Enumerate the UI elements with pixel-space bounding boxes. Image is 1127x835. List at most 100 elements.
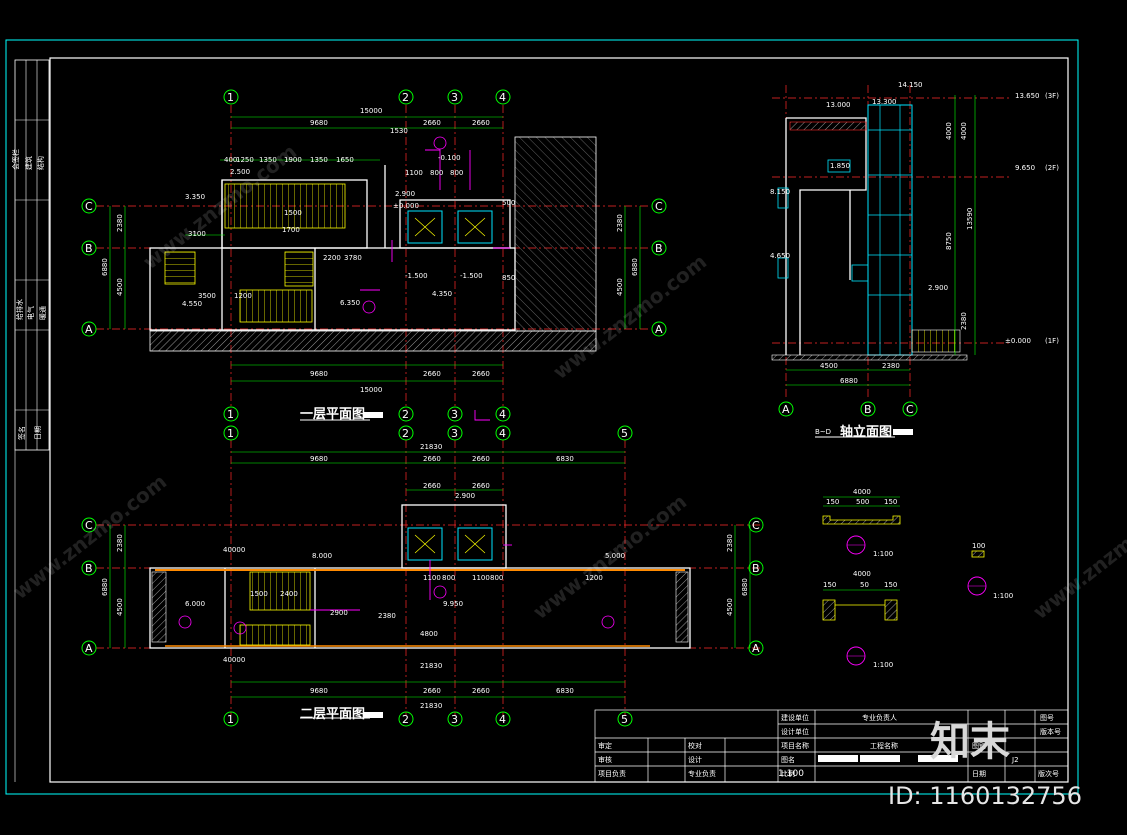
p1-int-5: 1650 [336, 156, 354, 164]
det1-sub-1: 500 [856, 498, 869, 506]
p1-int-4: 1350 [310, 156, 328, 164]
plan1-stair-1 [224, 183, 346, 229]
p2-overall-top: 21830 [420, 443, 442, 451]
p2-lvl-0: 8.000 [312, 552, 332, 560]
p1-axis-top-2: 2 [402, 91, 409, 104]
p2-lvl-2: 6.000 [185, 600, 205, 608]
elev-lvl-4: 9.650 [1015, 164, 1035, 172]
elevation-tower [867, 104, 913, 356]
p2-axis-top-5: 5 [621, 427, 628, 440]
p2-int-6: 800 [442, 574, 455, 582]
p2-side-right-0: 2380 [726, 534, 734, 552]
p1-int-1: 1250 [236, 156, 254, 164]
plan2-title: 二层平面图 [300, 707, 365, 722]
det1-sub-0: 150 [826, 498, 839, 506]
p2-lvl-1: 5.000 [605, 552, 625, 560]
elevation-view: 4000 4000 8750 13590 2380 4500 2380 6880… [770, 81, 1059, 440]
strip-label-1: 建筑 [24, 156, 33, 170]
p2-side-right-2: 6880 [741, 578, 749, 596]
strip-label-5: 暖通 [38, 306, 47, 320]
p2-axis-bot-2: 2 [402, 713, 409, 726]
p2-axis-right-c: C [752, 519, 760, 532]
p1-lvl-9: 2.900 [395, 190, 415, 198]
strip-label-2: 结构 [36, 156, 45, 170]
elev-side-8: 2380 [960, 312, 968, 330]
p2-int-13: 40000 [223, 656, 245, 664]
p2-axis-left-c: C [85, 519, 93, 532]
p1-int-6: 1700 [282, 226, 300, 234]
p1-axis-top-1: 1 [227, 91, 234, 104]
plan1-stair-4 [284, 251, 314, 287]
p2-side-right-1: 4500 [726, 598, 734, 616]
p1-int-22: 800 [430, 169, 443, 177]
elev-bot-1: 2380 [882, 362, 900, 370]
p2-axis-bot-3: 3 [451, 713, 458, 726]
p1-axis-left-b: B [85, 242, 93, 255]
p2-axis-right-b: B [752, 562, 760, 575]
elev-tag-2: (1F) [1045, 337, 1059, 345]
p2-axis-bot-1: 1 [227, 713, 234, 726]
elev-side-4: 8750 [945, 232, 953, 250]
p1-int-12: 3780 [344, 254, 362, 262]
p1-int-15: 1200 [234, 292, 252, 300]
plan2-elevator-2 [457, 527, 493, 561]
watermark-4: www.znzmo.com [8, 469, 171, 604]
strip-label-0: 会签栏 [11, 149, 20, 170]
p1-axis-bot-4: 4 [499, 408, 506, 421]
p2-side-left-1: 4500 [116, 598, 124, 616]
p1-dim-bot-1: 2660 [423, 370, 441, 378]
elev-lvl-7: 4.650 [770, 252, 790, 260]
tb-r3-5: 工程名称 [870, 741, 898, 750]
det1-sub-2: 150 [884, 498, 897, 506]
det2-dim: 4000 [853, 570, 871, 578]
elevation-axes: B~D [815, 428, 831, 436]
tb-r4-0: 审核 [598, 755, 612, 764]
p2-int-2: 2400 [280, 590, 298, 598]
det2-sub-1: 50 [860, 581, 869, 589]
elev-lvl-6: 8.150 [770, 188, 790, 196]
elev-lvl-2: 13.000 [826, 101, 851, 109]
strip-label-7: 日期 [34, 426, 42, 440]
p1-dim-top-0: 9680 [310, 119, 328, 127]
p1-lvl-1: -1.500 [405, 272, 428, 280]
left-signature-strip: 会签栏 建筑 结构 给排水 电气 暖通 签名 日期 [11, 59, 50, 451]
p1-int-19: 1530 [390, 127, 408, 135]
p1-int-2: 1350 [259, 156, 277, 164]
p1-int-14: 3500 [198, 292, 216, 300]
tb-r4-9: J2 [1011, 756, 1019, 764]
p1-lvl-5: 4.550 [182, 300, 202, 308]
tb-r5-4: 比例 [781, 769, 795, 778]
elev-tag-1: (2F) [1045, 164, 1059, 172]
p2-int-1: 1500 [250, 590, 268, 598]
plan1-elevator-1 [407, 210, 443, 244]
tb-r5-9: 版次号 [1038, 769, 1059, 778]
det2-sub-2: 150 [884, 581, 897, 589]
det3-dim: 100 [972, 542, 985, 550]
p2-axis-left-b: B [85, 562, 93, 575]
strip-label-3: 给排水 [15, 299, 24, 320]
p1-side-left-2: 6880 [101, 258, 109, 276]
p1-dim-top-1: 2660 [423, 119, 441, 127]
p1-int-23: 800 [450, 169, 463, 177]
p1-side-right-2: 6880 [631, 258, 639, 276]
p1-side-right-0: 2380 [616, 214, 624, 232]
p2-side-left-2: 6880 [101, 578, 109, 596]
p1-side-right-1: 4500 [616, 278, 624, 296]
details: 4000 150 500 150 1:100 4000 150 50 150 1… [822, 488, 1013, 669]
plan1-stair-2 [164, 251, 196, 285]
det2-scale: 1:100 [873, 661, 893, 669]
p1-lvl-8: 2.500 [230, 168, 250, 176]
elev-axis-b: B [864, 403, 872, 416]
tb-r4-4: 图名 [781, 755, 795, 764]
p2-dim-top-2: 2660 [472, 455, 490, 463]
p1-axis-left-c: C [85, 200, 93, 213]
tb-r5-2: 专业负责 [688, 769, 716, 778]
tb-r3-4: 项目名称 [781, 741, 809, 750]
p1-int-0: 400 [224, 156, 237, 164]
p1-lvl-0: 3.350 [185, 193, 205, 201]
watermark-3: www.znzmo.com [528, 489, 691, 624]
p2-axis-bot-4: 4 [499, 713, 506, 726]
p1-dim-bot-0: 9680 [310, 370, 328, 378]
tb-r1-0: 建设单位 [781, 713, 809, 722]
